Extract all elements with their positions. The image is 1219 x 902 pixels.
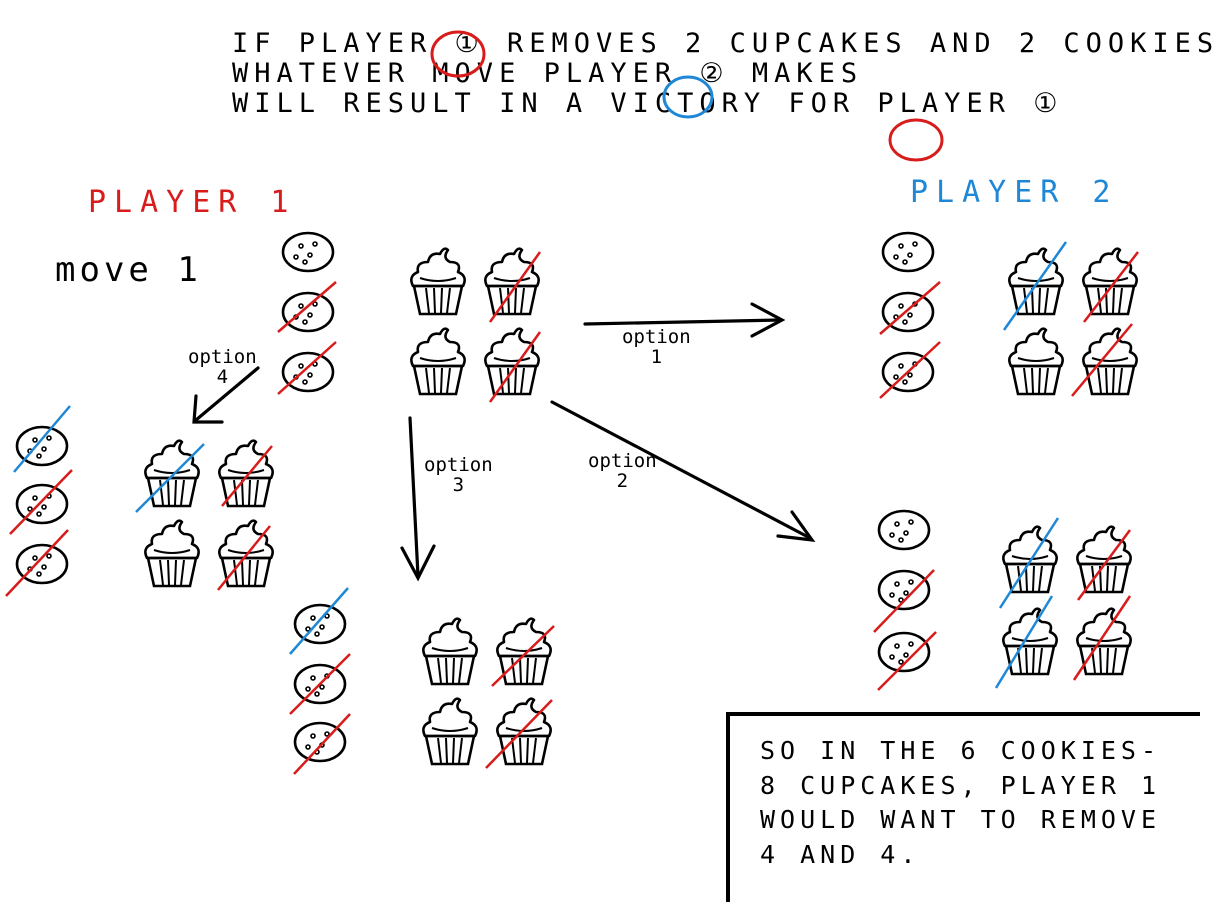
arrow-option-2 [550,400,816,543]
circle-player1-ref-a [430,30,486,78]
strike-blue [13,405,71,473]
strike-red [277,341,337,395]
cookie [281,351,335,393]
strike-blue [135,443,205,513]
note-line-2: 8 CUPCAKES, PLAYER 1 [760,770,1162,800]
cupcake [1008,327,1064,396]
strike-red [1083,251,1139,323]
note-line-1: SO IN THE 6 COOKIES- [760,736,1162,765]
strike-red [217,525,271,591]
player-2-label: PLAYER 2 [910,175,1119,210]
strike-red [293,713,351,775]
option-3-result-group [289,587,555,775]
header-line-1: IF PLAYER ① REMOVES 2 CUPCAKES AND 2 COO… [232,28,1219,59]
conclusion-note-text: SO IN THE 6 COOKIES- 8 CUPCAKES, PLAYER … [760,734,1161,872]
option-3-word: option [424,454,493,476]
strike-red [9,469,73,535]
option-2-number: 2 [616,469,629,492]
strike-red [1076,529,1132,601]
option-1-result-group [879,231,1139,399]
cookie [281,231,335,273]
cookie [877,509,931,551]
strike-red [277,281,337,333]
cupcake [484,247,540,316]
note-line-3: WOULD WANT TO REMOVE [760,805,1162,834]
strike-red [1072,595,1132,681]
cupcake [144,519,200,588]
strike-red [488,251,542,323]
strike-red [488,331,542,403]
strike-red [877,631,937,691]
cupcake [1082,247,1138,316]
strike-red [491,625,555,687]
cookie [877,569,931,611]
header-line-2: WHATEVER MOVE PLAYER ② MAKES [232,58,864,89]
move-label: move 1 [55,250,202,290]
strike-red [1071,323,1133,397]
strike-red [289,653,351,715]
circle-player1-ref-b [888,118,944,162]
cupcake [218,439,274,508]
option-3-label: option 3 [424,454,493,496]
cookie [293,603,347,645]
header-line-3: WILL RESULT IN A VICTORY FOR PLAYER ① [232,88,1064,119]
strike-blue [998,517,1060,609]
arrow-option-1 [583,302,786,338]
conclusion-note-box: SO IN THE 6 COOKIES- 8 CUPCAKES, PLAYER … [726,712,1200,902]
strike-red [5,529,69,597]
arrow-option-3 [400,416,436,582]
cupcake [410,247,466,316]
strike-red [879,341,941,399]
strike-red [221,445,273,507]
center-group [277,231,542,403]
strike-red [879,281,941,335]
circle-player2-ref [662,75,714,119]
option-4-word: option [188,346,257,368]
arrow-option-4 [192,366,260,424]
cupcake [1082,327,1138,396]
option-2-word: option [588,450,657,472]
cupcake [410,327,466,396]
option-1-word: option [622,326,691,348]
cupcake [422,697,478,766]
cupcake [1076,525,1132,594]
cookie [881,231,935,273]
option-4-number: 4 [216,365,229,388]
strike-blue [1002,241,1068,331]
player-1-label: PLAYER 1 [88,185,297,220]
option-2-result-group [873,509,1132,691]
strike-red [873,569,935,633]
cupcake [218,519,274,588]
option-4-result-group [5,405,274,597]
option-1-label: option 1 [622,326,691,368]
strike-blue [994,595,1054,689]
option-3-number: 3 [452,473,465,496]
strike-red [485,699,553,769]
cupcake [422,617,478,686]
header-text: IF PLAYER ① REMOVES 2 CUPCAKES AND 2 COO… [232,30,1219,120]
option-2-label: option 2 [588,450,657,492]
cookie [281,291,335,333]
strike-blue [289,587,349,655]
note-line-4: 4 AND 4. [760,839,921,869]
cupcake [484,327,540,396]
option-4-label: option 4 [188,346,257,388]
option-1-number: 1 [650,345,663,368]
